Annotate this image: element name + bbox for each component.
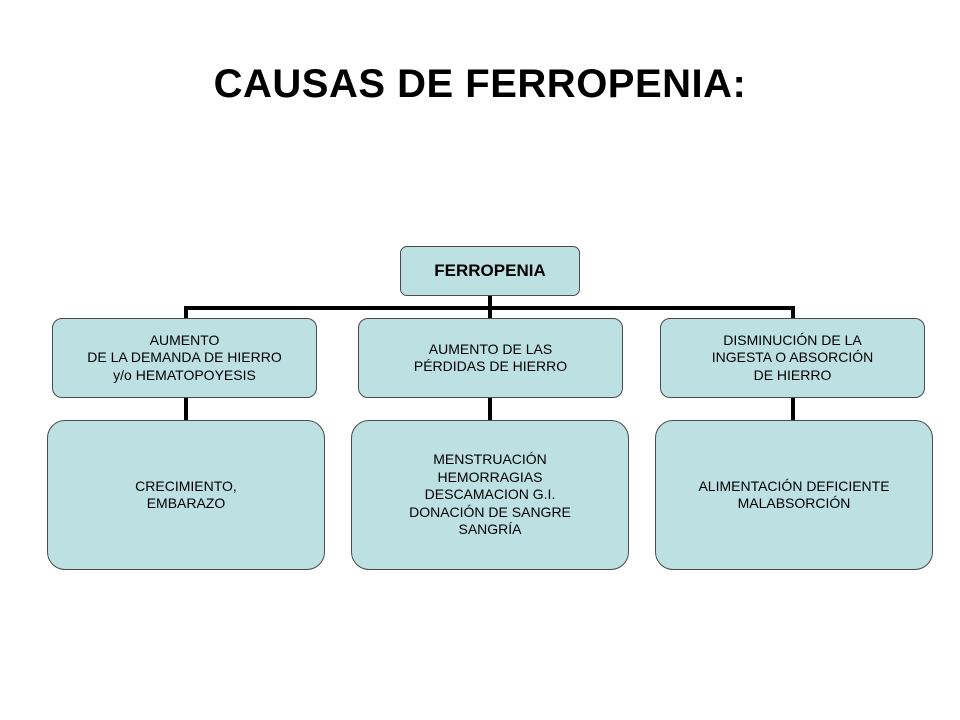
cause-node-increased-losses: AUMENTO DE LAS PÉRDIDAS DE HIERRO — [358, 318, 623, 398]
cause-node-decreased-intake: DISMINUCIÓN DE LA INGESTA O ABSORCIÓN DE… — [660, 318, 925, 398]
examples-node-losses: MENSTRUACIÓN HEMORRAGIAS DESCAMACION G.I… — [351, 420, 629, 570]
cause-node-increased-demand: AUMENTO DE LA DEMANDA DE HIERRO y/o HEMA… — [52, 318, 317, 398]
examples-node-demand: CRECIMIENTO, EMBARAZO — [47, 420, 325, 570]
root-node-ferropenia: FERROPENIA — [400, 246, 580, 296]
examples-node-intake: ALIMENTACIÓN DEFICIENTE MALABSORCIÓN — [655, 420, 933, 570]
slide-title: CAUSAS DE FERROPENIA: — [213, 62, 747, 106]
